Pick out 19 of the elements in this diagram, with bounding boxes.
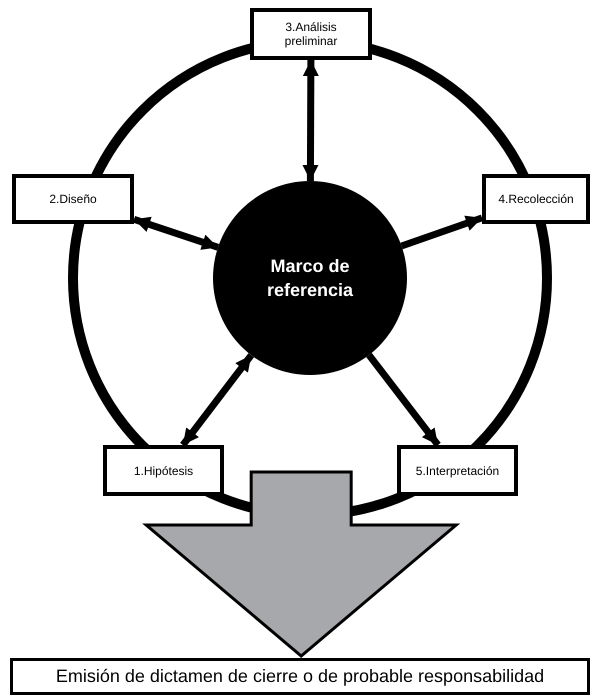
step-box: [103, 445, 224, 496]
step-box: [12, 174, 134, 224]
arrow: [302, 60, 319, 182]
step-label: 4.Recolección: [498, 192, 574, 206]
step-label: 2.Diseño: [49, 192, 97, 206]
arrow: [132, 216, 220, 251]
result-box: [10, 658, 590, 695]
step-label: 3.Análisis preliminar: [284, 20, 338, 48]
step-box: [397, 445, 518, 496]
step-label: Emisión de dictamen de cierre o de probable responsabilidad: [56, 665, 544, 688]
arrow: [400, 214, 484, 250]
arrow: [366, 352, 441, 448]
arrow: [180, 353, 254, 448]
block-arrow: [142, 470, 460, 658]
step-box: [482, 174, 590, 224]
step-label: 1.Hipótesis: [134, 464, 194, 478]
step-box: [250, 8, 372, 60]
circle-label: Marco de referencia: [266, 255, 354, 302]
step-label: 5.Interpretación: [416, 464, 500, 478]
